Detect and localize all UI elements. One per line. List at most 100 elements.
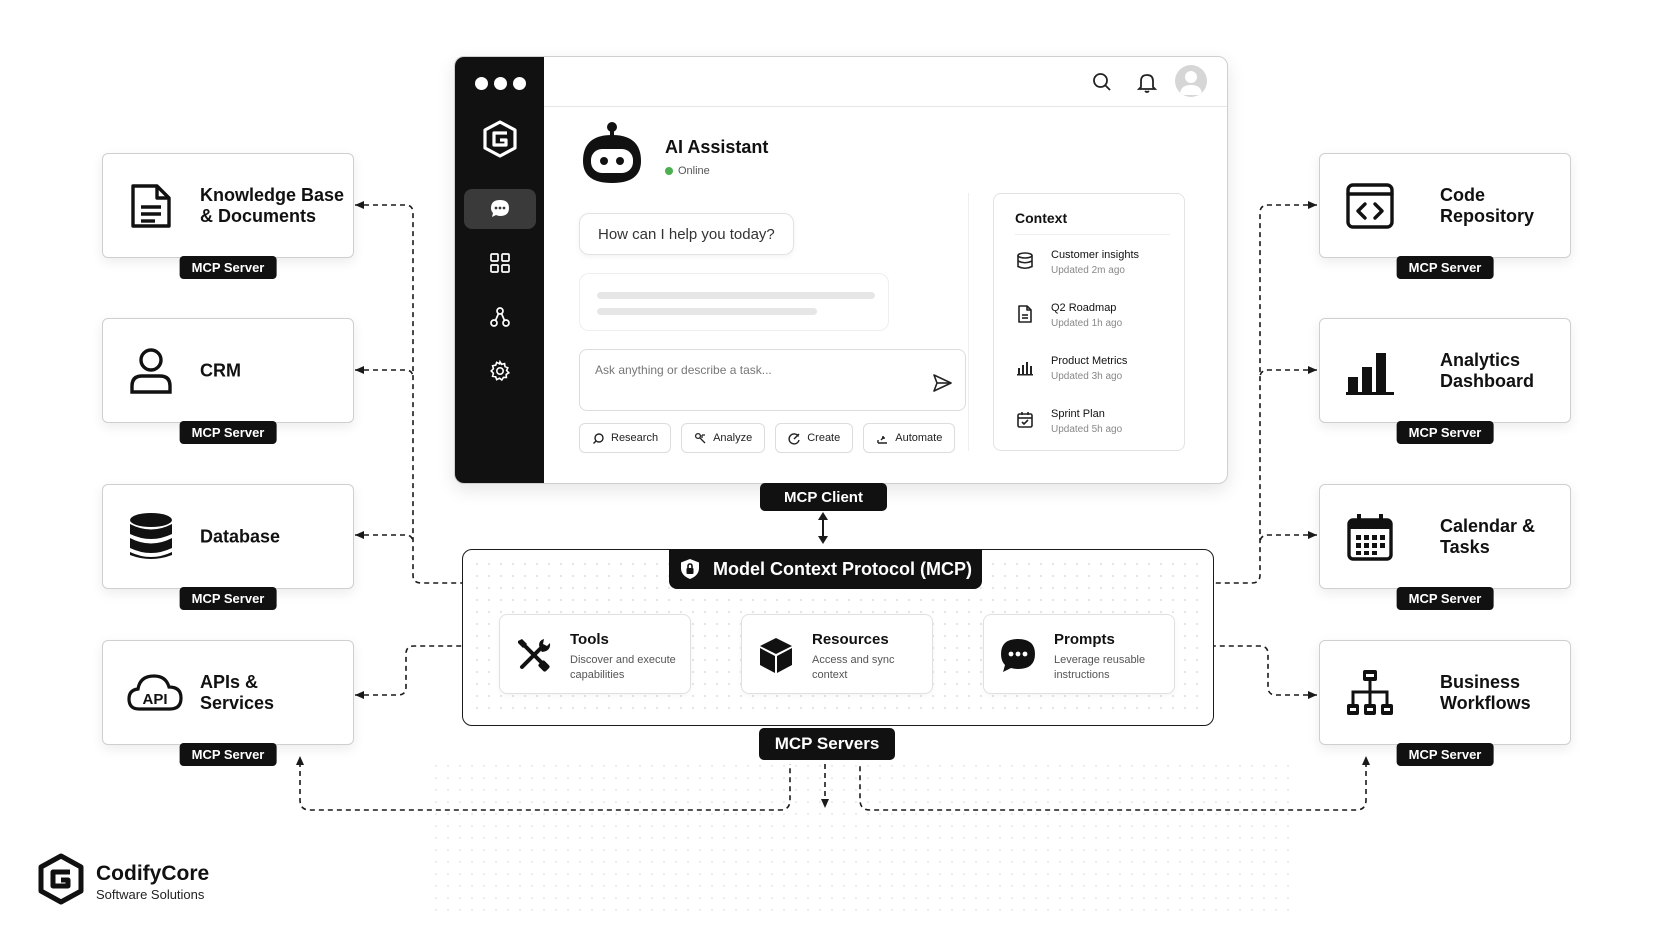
context-panel: Context Customer insights Updated 2m ago… xyxy=(993,193,1185,451)
sidebar-item-settings[interactable] xyxy=(464,351,536,391)
analyze-icon xyxy=(695,432,706,443)
server-card-code-repository[interactable]: Code Repository MCP Server xyxy=(1319,153,1571,279)
database-icon xyxy=(125,511,177,563)
server-card-crm[interactable]: CRM MCP Server xyxy=(102,318,354,444)
context-item-title: Sprint Plan xyxy=(1051,408,1105,420)
feature-title: Prompts xyxy=(1054,631,1115,648)
sidebar xyxy=(455,57,544,483)
grid-icon xyxy=(490,253,510,273)
feature-card-prompts[interactable]: Prompts Leverage reusable instructions xyxy=(983,614,1175,694)
server-label: Analytics Dashboard xyxy=(1440,349,1535,391)
gear-icon xyxy=(490,360,511,382)
loading-placeholder xyxy=(579,273,889,331)
mcp-server-badge: MCP Server xyxy=(1396,743,1494,766)
sidebar-item-apps[interactable] xyxy=(464,243,536,283)
calendar-icon xyxy=(1344,511,1396,563)
document-icon xyxy=(1018,305,1032,323)
feature-title: Tools xyxy=(570,631,609,648)
create-icon xyxy=(788,432,800,445)
mcp-server-badge: MCP Server xyxy=(1396,421,1494,444)
server-label: Knowledge Base & Documents xyxy=(200,184,345,226)
server-card-business-workflows[interactable]: Business Workflows MCP Server xyxy=(1319,640,1571,766)
context-item-updated: Updated 5h ago xyxy=(1051,424,1123,435)
create-button[interactable]: Create xyxy=(775,423,854,453)
window-dots xyxy=(475,77,526,90)
server-card-apis[interactable]: API APIs & Services MCP Server xyxy=(102,640,354,766)
bell-icon[interactable] xyxy=(1135,70,1159,94)
chat-input-placeholder: Ask anything or describe a task... xyxy=(595,363,772,377)
online-dot xyxy=(665,167,673,175)
server-card-calendar[interactable]: Calendar & Tasks MCP Server xyxy=(1319,484,1571,610)
research-button[interactable]: Research xyxy=(579,423,672,453)
feature-description: Access and sync context xyxy=(812,654,895,681)
mcp-protocol-header: Model Context Protocol (MCP) xyxy=(669,549,982,589)
context-item[interactable]: Q2 Roadmap Updated 1h ago xyxy=(1015,302,1180,342)
chat-icon xyxy=(491,200,509,217)
server-card-knowledge-base[interactable]: Knowledge Base & Documents MCP Server xyxy=(102,153,354,279)
mcp-server-badge: MCP Server xyxy=(1396,256,1494,279)
search-icon xyxy=(593,432,604,444)
shield-lock-icon xyxy=(681,559,699,579)
server-label: Database xyxy=(200,526,281,546)
calendar-icon xyxy=(1017,412,1033,428)
feature-card-tools[interactable]: Tools Discover and execute capabilities xyxy=(499,614,691,694)
action-buttons: Research Analyze Create Automate xyxy=(579,423,956,453)
svg-text:API: API xyxy=(142,691,167,708)
code-icon xyxy=(1344,180,1396,232)
user-icon xyxy=(125,345,177,397)
chat-bubble-icon xyxy=(1001,639,1035,672)
server-card-analytics[interactable]: Analytics Dashboard MCP Server xyxy=(1319,318,1571,444)
automate-icon xyxy=(877,435,888,444)
context-item[interactable]: Customer insights Updated 2m ago xyxy=(1015,249,1180,289)
codifycore-logo-icon xyxy=(480,119,520,159)
action-label: Research xyxy=(611,432,659,444)
sidebar-item-network[interactable] xyxy=(464,297,536,337)
mcp-protocol-title: Model Context Protocol (MCP) xyxy=(713,558,972,579)
codifycore-logo-icon xyxy=(38,853,84,905)
chat-input[interactable]: Ask anything or describe a task... xyxy=(579,349,966,411)
assistant-name: AI Assistant xyxy=(665,137,769,157)
context-item[interactable]: Product Metrics Updated 3h ago xyxy=(1015,355,1180,395)
action-label: Analyze xyxy=(713,432,753,444)
status-text: Online xyxy=(678,165,710,177)
brand: CodifyCore Software Solutions xyxy=(34,852,244,908)
bar-chart-icon xyxy=(1017,362,1033,376)
feature-card-resources[interactable]: Resources Access and sync context xyxy=(741,614,933,694)
tools-icon xyxy=(518,639,551,672)
feature-description: Discover and execute capabilities xyxy=(570,654,676,681)
context-item-updated: Updated 3h ago xyxy=(1051,371,1123,382)
api-cloud-icon: API xyxy=(125,667,185,719)
avatar[interactable] xyxy=(1175,65,1207,97)
background-dot-pattern xyxy=(430,760,1290,920)
send-icon[interactable] xyxy=(931,372,953,394)
document-icon xyxy=(125,180,177,232)
mcp-server-badge: MCP Server xyxy=(179,256,277,279)
mcp-server-badge: MCP Server xyxy=(179,743,277,766)
action-label: Create xyxy=(807,432,841,444)
greeting-bubble: How can I help you today? xyxy=(579,213,794,255)
mcp-server-badge: MCP Server xyxy=(1396,587,1494,610)
sidebar-item-chat[interactable] xyxy=(464,189,536,229)
server-card-database[interactable]: Database MCP Server xyxy=(102,484,354,610)
org-chart-icon xyxy=(1344,667,1396,719)
context-item-title: Customer insights xyxy=(1051,249,1140,261)
analyze-button[interactable]: Analyze xyxy=(681,423,766,453)
bar-chart-icon xyxy=(1344,345,1396,397)
mcp-servers-label: MCP Servers xyxy=(759,728,895,760)
context-item[interactable]: Sprint Plan Updated 5h ago xyxy=(1015,408,1180,448)
brand-name: CodifyCore xyxy=(96,862,210,885)
top-bar xyxy=(544,57,1227,107)
mcp-server-badge: MCP Server xyxy=(179,587,277,610)
context-title: Context xyxy=(1015,210,1068,226)
user-avatar-icon xyxy=(1180,71,1202,95)
action-label: Automate xyxy=(895,432,943,444)
mcp-client-label: MCP Client xyxy=(760,483,887,511)
automate-button[interactable]: Automate xyxy=(863,423,956,453)
brand-tagline: Software Solutions xyxy=(96,887,205,902)
search-icon[interactable] xyxy=(1090,70,1114,94)
server-label: Code Repository xyxy=(1440,184,1535,226)
server-label: CRM xyxy=(200,360,241,380)
network-icon xyxy=(490,307,510,327)
server-label: Calendar & Tasks xyxy=(1440,515,1536,557)
status-indicator: Online xyxy=(665,165,710,177)
